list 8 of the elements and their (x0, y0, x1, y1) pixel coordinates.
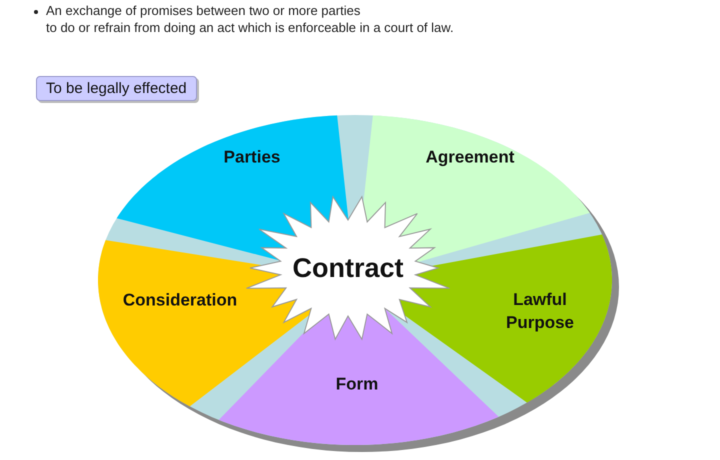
segment-label: Form (336, 374, 378, 396)
definition-text: An exchange of promises between two or more parties to do or refrain from doing an act which is enforceable in a court of law. (46, 2, 454, 36)
segment-label: Consideration (122, 290, 238, 312)
segment-label: Parties (224, 146, 280, 169)
center-label: Contract (292, 252, 404, 285)
segment-label: Agreement (426, 146, 514, 169)
segment-label: Lawful Purpose (504, 289, 576, 334)
section-label: To be legally effected (36, 76, 197, 101)
